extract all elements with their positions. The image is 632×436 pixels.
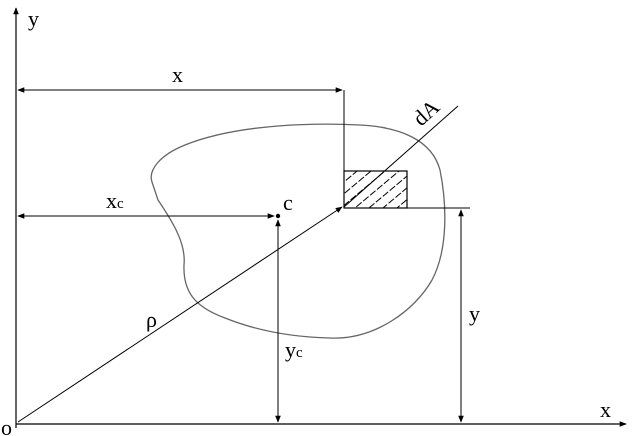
axis-y-label: y [28, 6, 39, 31]
dim-xc-label: xc [106, 188, 124, 213]
rho-label: ρ [146, 307, 157, 332]
rho-vector [17, 206, 343, 423]
axis-x-label: x [600, 397, 611, 422]
dim-x-label: x [172, 62, 183, 87]
dim-yc-sub: c [296, 345, 303, 361]
centroid-label: c [283, 190, 293, 215]
origin-label: o [1, 415, 12, 436]
section-outline [150, 123, 446, 339]
dim-yc-label: yc [285, 337, 303, 362]
area-element-label: dA [408, 94, 445, 131]
dim-xc-sub: c [117, 196, 124, 212]
dim-y-label: y [469, 301, 480, 326]
centroid-point [275, 213, 281, 219]
area-element [343, 170, 408, 209]
